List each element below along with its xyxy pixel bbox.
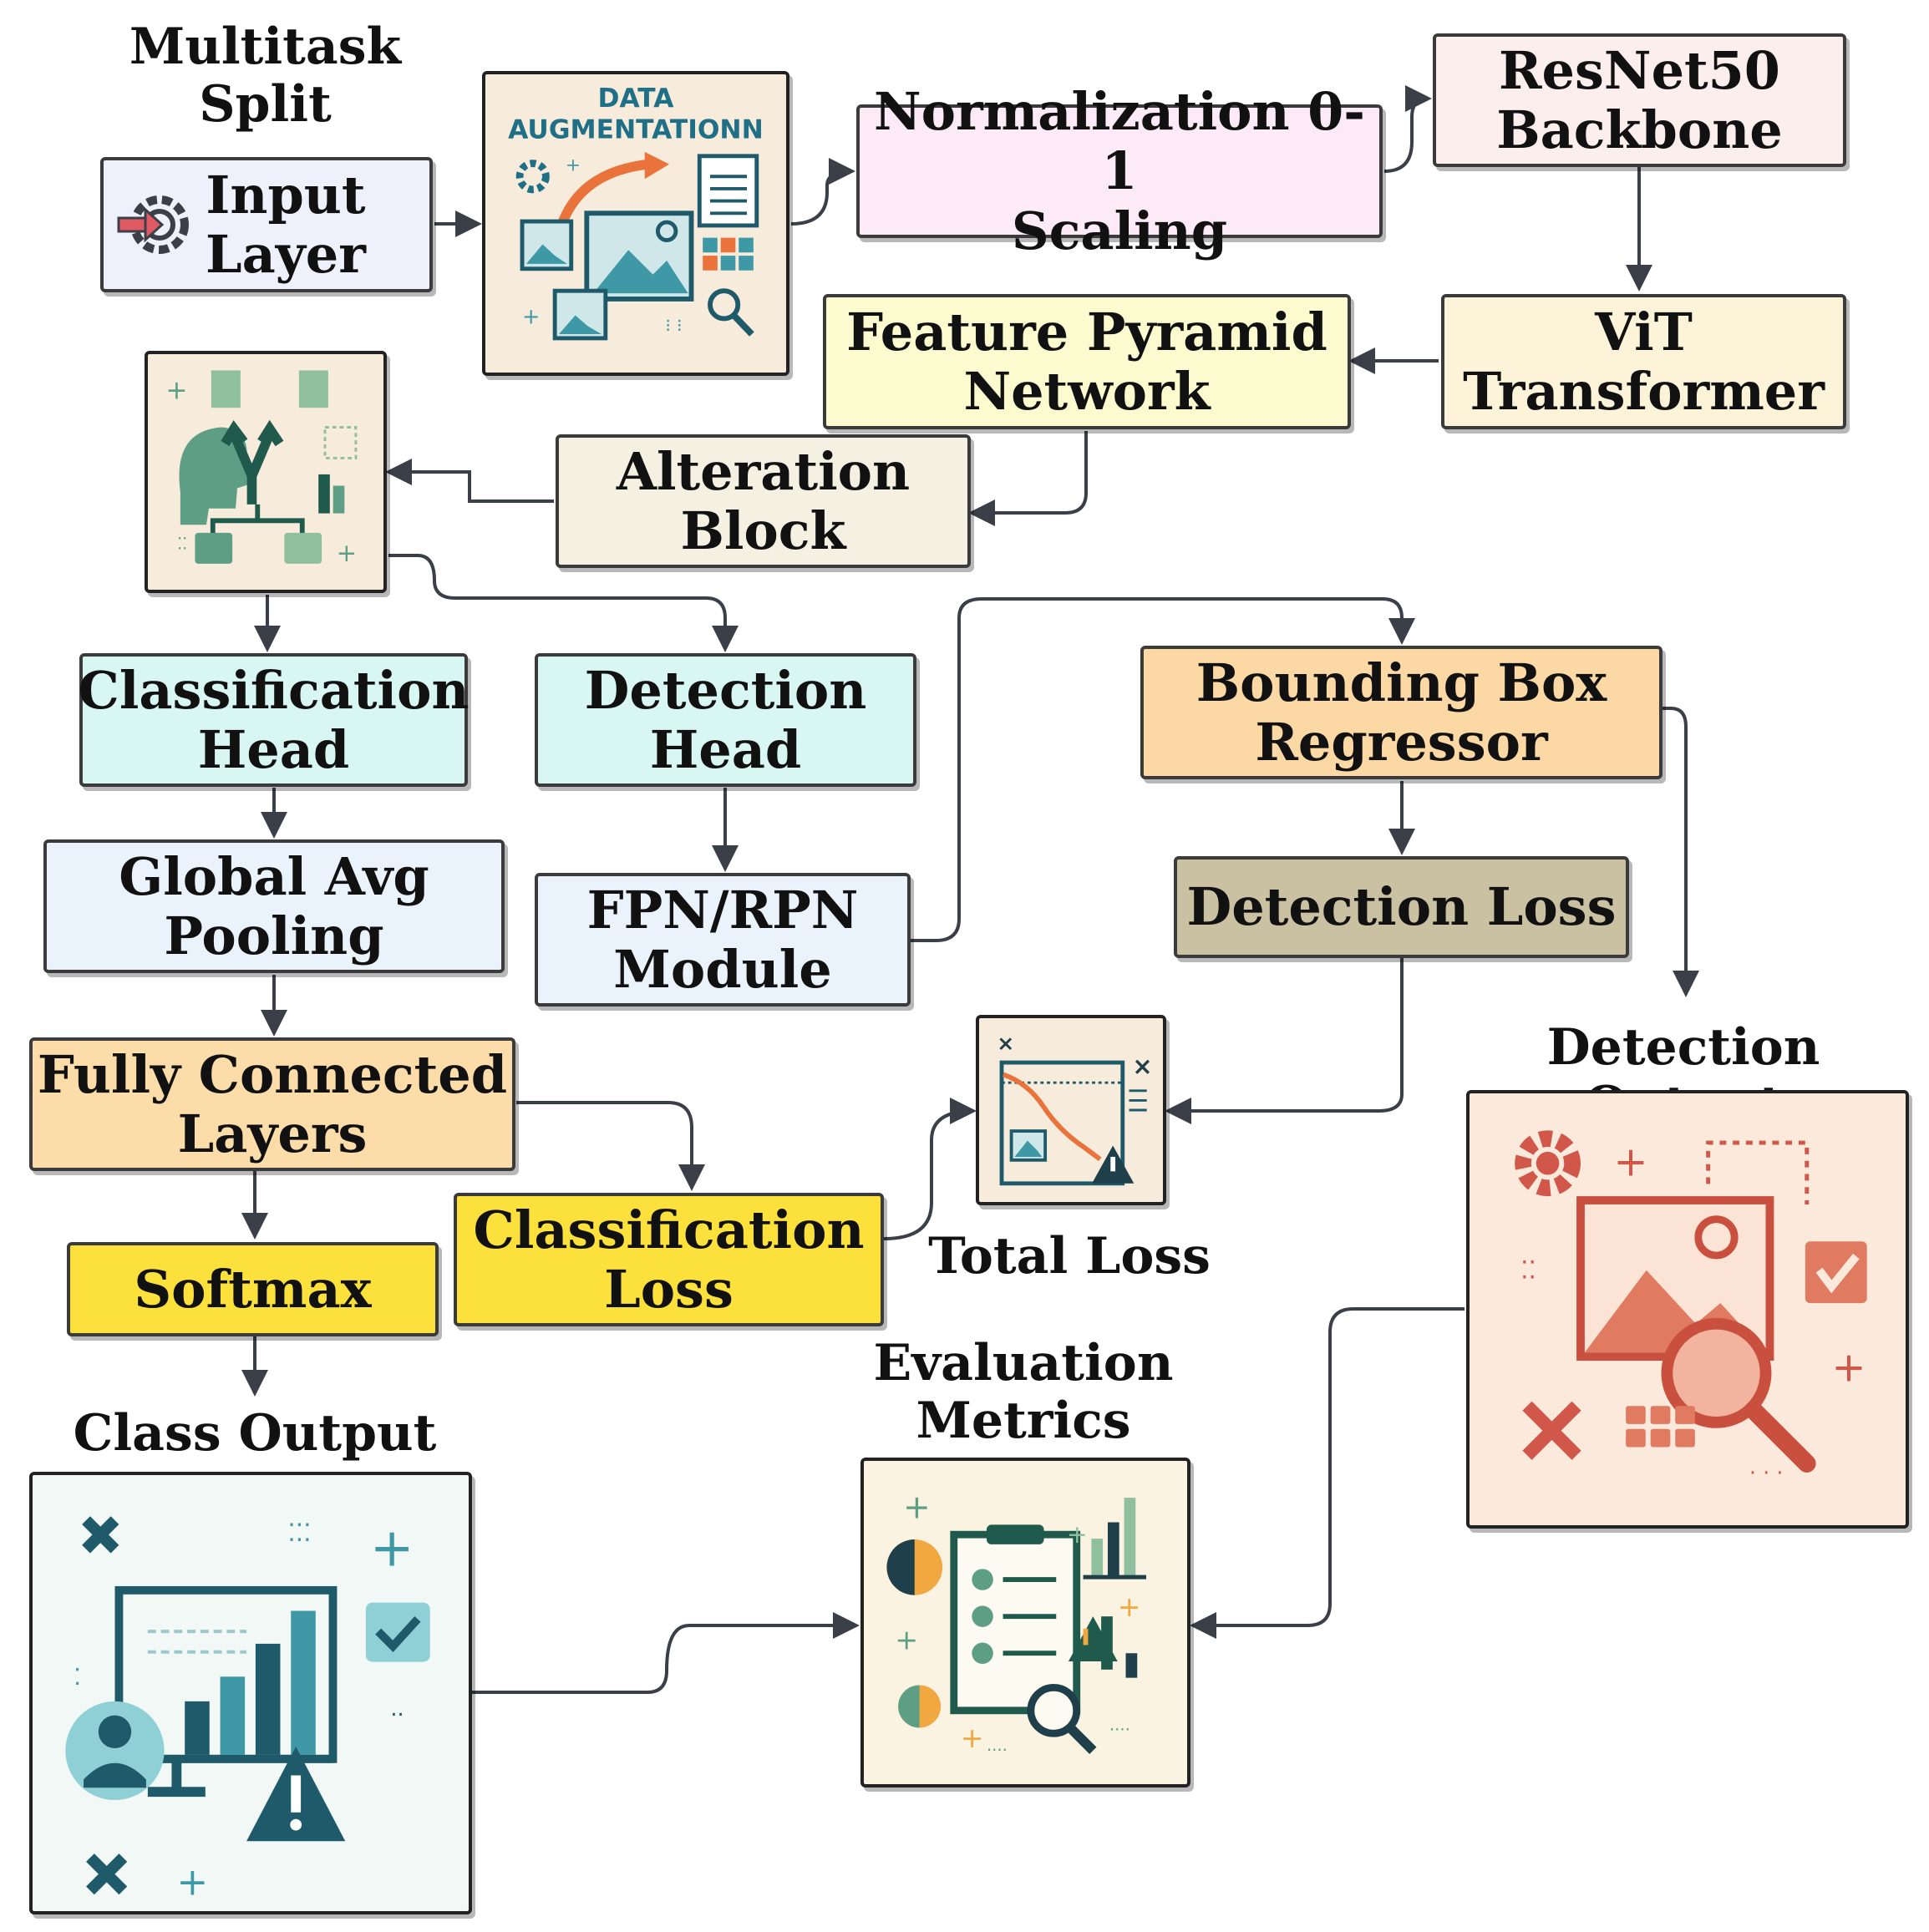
- global-avg-pooling-node[interactable]: Global Avg Pooling: [43, 839, 505, 973]
- svg-text:×: ×: [1132, 1052, 1152, 1081]
- classification-head-node[interactable]: Classification Head: [78, 653, 470, 787]
- image-magnifier-icon: + ⁚⁚ + · · ·: [1515, 1130, 1867, 1486]
- total-loss-card[interactable]: × ×: [976, 1015, 1166, 1205]
- alteration-block-node[interactable]: Alteration Block: [556, 434, 971, 568]
- input-layer-label: Input Layer: [206, 164, 366, 285]
- svg-text:+: +: [903, 1489, 931, 1527]
- data-augmentation-title: DATA: [598, 84, 675, 114]
- arrow-classification-loss-to-total-loss: [883, 1098, 977, 1240]
- svg-text:··: ··: [390, 1702, 404, 1727]
- svg-text:+: +: [566, 155, 581, 175]
- class-output-label: Class Output: [73, 1404, 437, 1463]
- multitask-branch-card[interactable]: + + ⁚⁚: [145, 351, 387, 593]
- vit-transformer-node[interactable]: ViT Transformer: [1441, 294, 1846, 429]
- arrow-augmentation-to-normalization: [790, 158, 855, 226]
- data-augmentation-title-2: AUGMENTATIONN: [508, 114, 764, 145]
- checklist-charts-icon: + + + + + ···· ····: [886, 1489, 1147, 1760]
- arrow-detection-output-to-evaluation: [1190, 1307, 1465, 1639]
- arrow-normalization-to-resnet: [1383, 85, 1432, 173]
- arrow-bbox-to-detection-output: [1662, 707, 1699, 997]
- class-output-card[interactable]: ⁚⁚⁚ + ⁚ ·· +: [29, 1472, 472, 1914]
- arrow-alteration-to-branch: [385, 459, 554, 503]
- svg-text:+: +: [1613, 1137, 1647, 1185]
- svg-text:+: +: [1118, 1590, 1141, 1623]
- svg-text:+: +: [895, 1623, 918, 1656]
- svg-text:+: +: [370, 1516, 414, 1578]
- classification-loss-node[interactable]: Classification Loss: [454, 1193, 884, 1326]
- svg-text:⁝ ⁝: ⁝ ⁝: [665, 316, 683, 337]
- evaluation-metrics-card[interactable]: + + + + + ···· ····: [860, 1458, 1190, 1787]
- branching-head-illustration-icon: + + ⁚⁚: [165, 370, 358, 567]
- svg-text:· · ·: · · ·: [1749, 1461, 1784, 1486]
- arrow-fully-connected-to-classification-loss: [516, 1101, 705, 1191]
- detection-output-card[interactable]: + ⁚⁚ + · · ·: [1466, 1090, 1909, 1529]
- svg-text:+: +: [176, 1859, 208, 1904]
- monitor-bar-chart-icon: ⁚⁚⁚ + ⁚ ·· +: [65, 1516, 430, 1904]
- evaluation-metrics-label: Evaluation Metrics: [873, 1334, 1174, 1450]
- svg-text:····: ····: [1109, 1720, 1130, 1739]
- input-layer-node[interactable]: Input Layer: [100, 157, 433, 292]
- multitask-split-label: Multitask Split: [129, 18, 402, 134]
- arrow-detection-loss-to-total-loss: [1165, 958, 1404, 1124]
- loss-chart-warning-icon: × ×: [997, 1032, 1153, 1186]
- bounding-box-regressor-node[interactable]: Bounding Box Regressor: [1140, 646, 1662, 779]
- svg-text:+: +: [165, 375, 187, 405]
- arrow-fpnrpn-to-bbox: [911, 597, 1415, 942]
- fpn-rpn-module-node[interactable]: FPN/RPN Module: [535, 873, 911, 1007]
- svg-text:⁚⁚: ⁚⁚: [177, 534, 187, 553]
- softmax-node[interactable]: Softmax: [67, 1242, 439, 1336]
- svg-text:+: +: [961, 1722, 984, 1754]
- svg-text:⁚⁚: ⁚⁚: [1520, 1256, 1536, 1285]
- arrow-fpn-to-alteration: [968, 431, 1088, 526]
- svg-text:×: ×: [997, 1032, 1014, 1056]
- normalization-node[interactable]: Normalization 0-1 Scaling: [856, 82, 1383, 261]
- arrow-branch-to-detection-head: [388, 554, 739, 652]
- fully-connected-layers-node[interactable]: Fully Connected Layers: [29, 1037, 515, 1171]
- detection-loss-node[interactable]: Detection Loss: [1174, 856, 1629, 958]
- input-gear-arrow-icon: [117, 195, 189, 254]
- svg-text:+: +: [337, 539, 357, 567]
- svg-text:+: +: [1831, 1343, 1866, 1392]
- total-loss-label: Total Loss: [928, 1227, 1211, 1285]
- svg-text:+: +: [522, 303, 540, 328]
- feature-pyramid-network-node[interactable]: Feature Pyramid Network: [823, 294, 1351, 429]
- data-augmentation-illustration-icon: DATA AUGMENTATIONN + + ⁝ ⁝: [508, 84, 764, 341]
- resnet50-node[interactable]: ResNet50 Backbone: [1433, 33, 1846, 167]
- svg-text:+: +: [1067, 1520, 1088, 1549]
- detection-head-node[interactable]: Detection Head: [535, 653, 916, 787]
- svg-text:····: ····: [987, 1741, 1008, 1760]
- svg-text:⁚: ⁚: [74, 1663, 81, 1691]
- svg-text:⁚⁚⁚: ⁚⁚⁚: [287, 1519, 311, 1547]
- arrow-class-output-to-evaluation: [472, 1612, 860, 1694]
- data-augmentation-card[interactable]: DATA AUGMENTATIONN + + ⁝ ⁝: [482, 71, 789, 376]
